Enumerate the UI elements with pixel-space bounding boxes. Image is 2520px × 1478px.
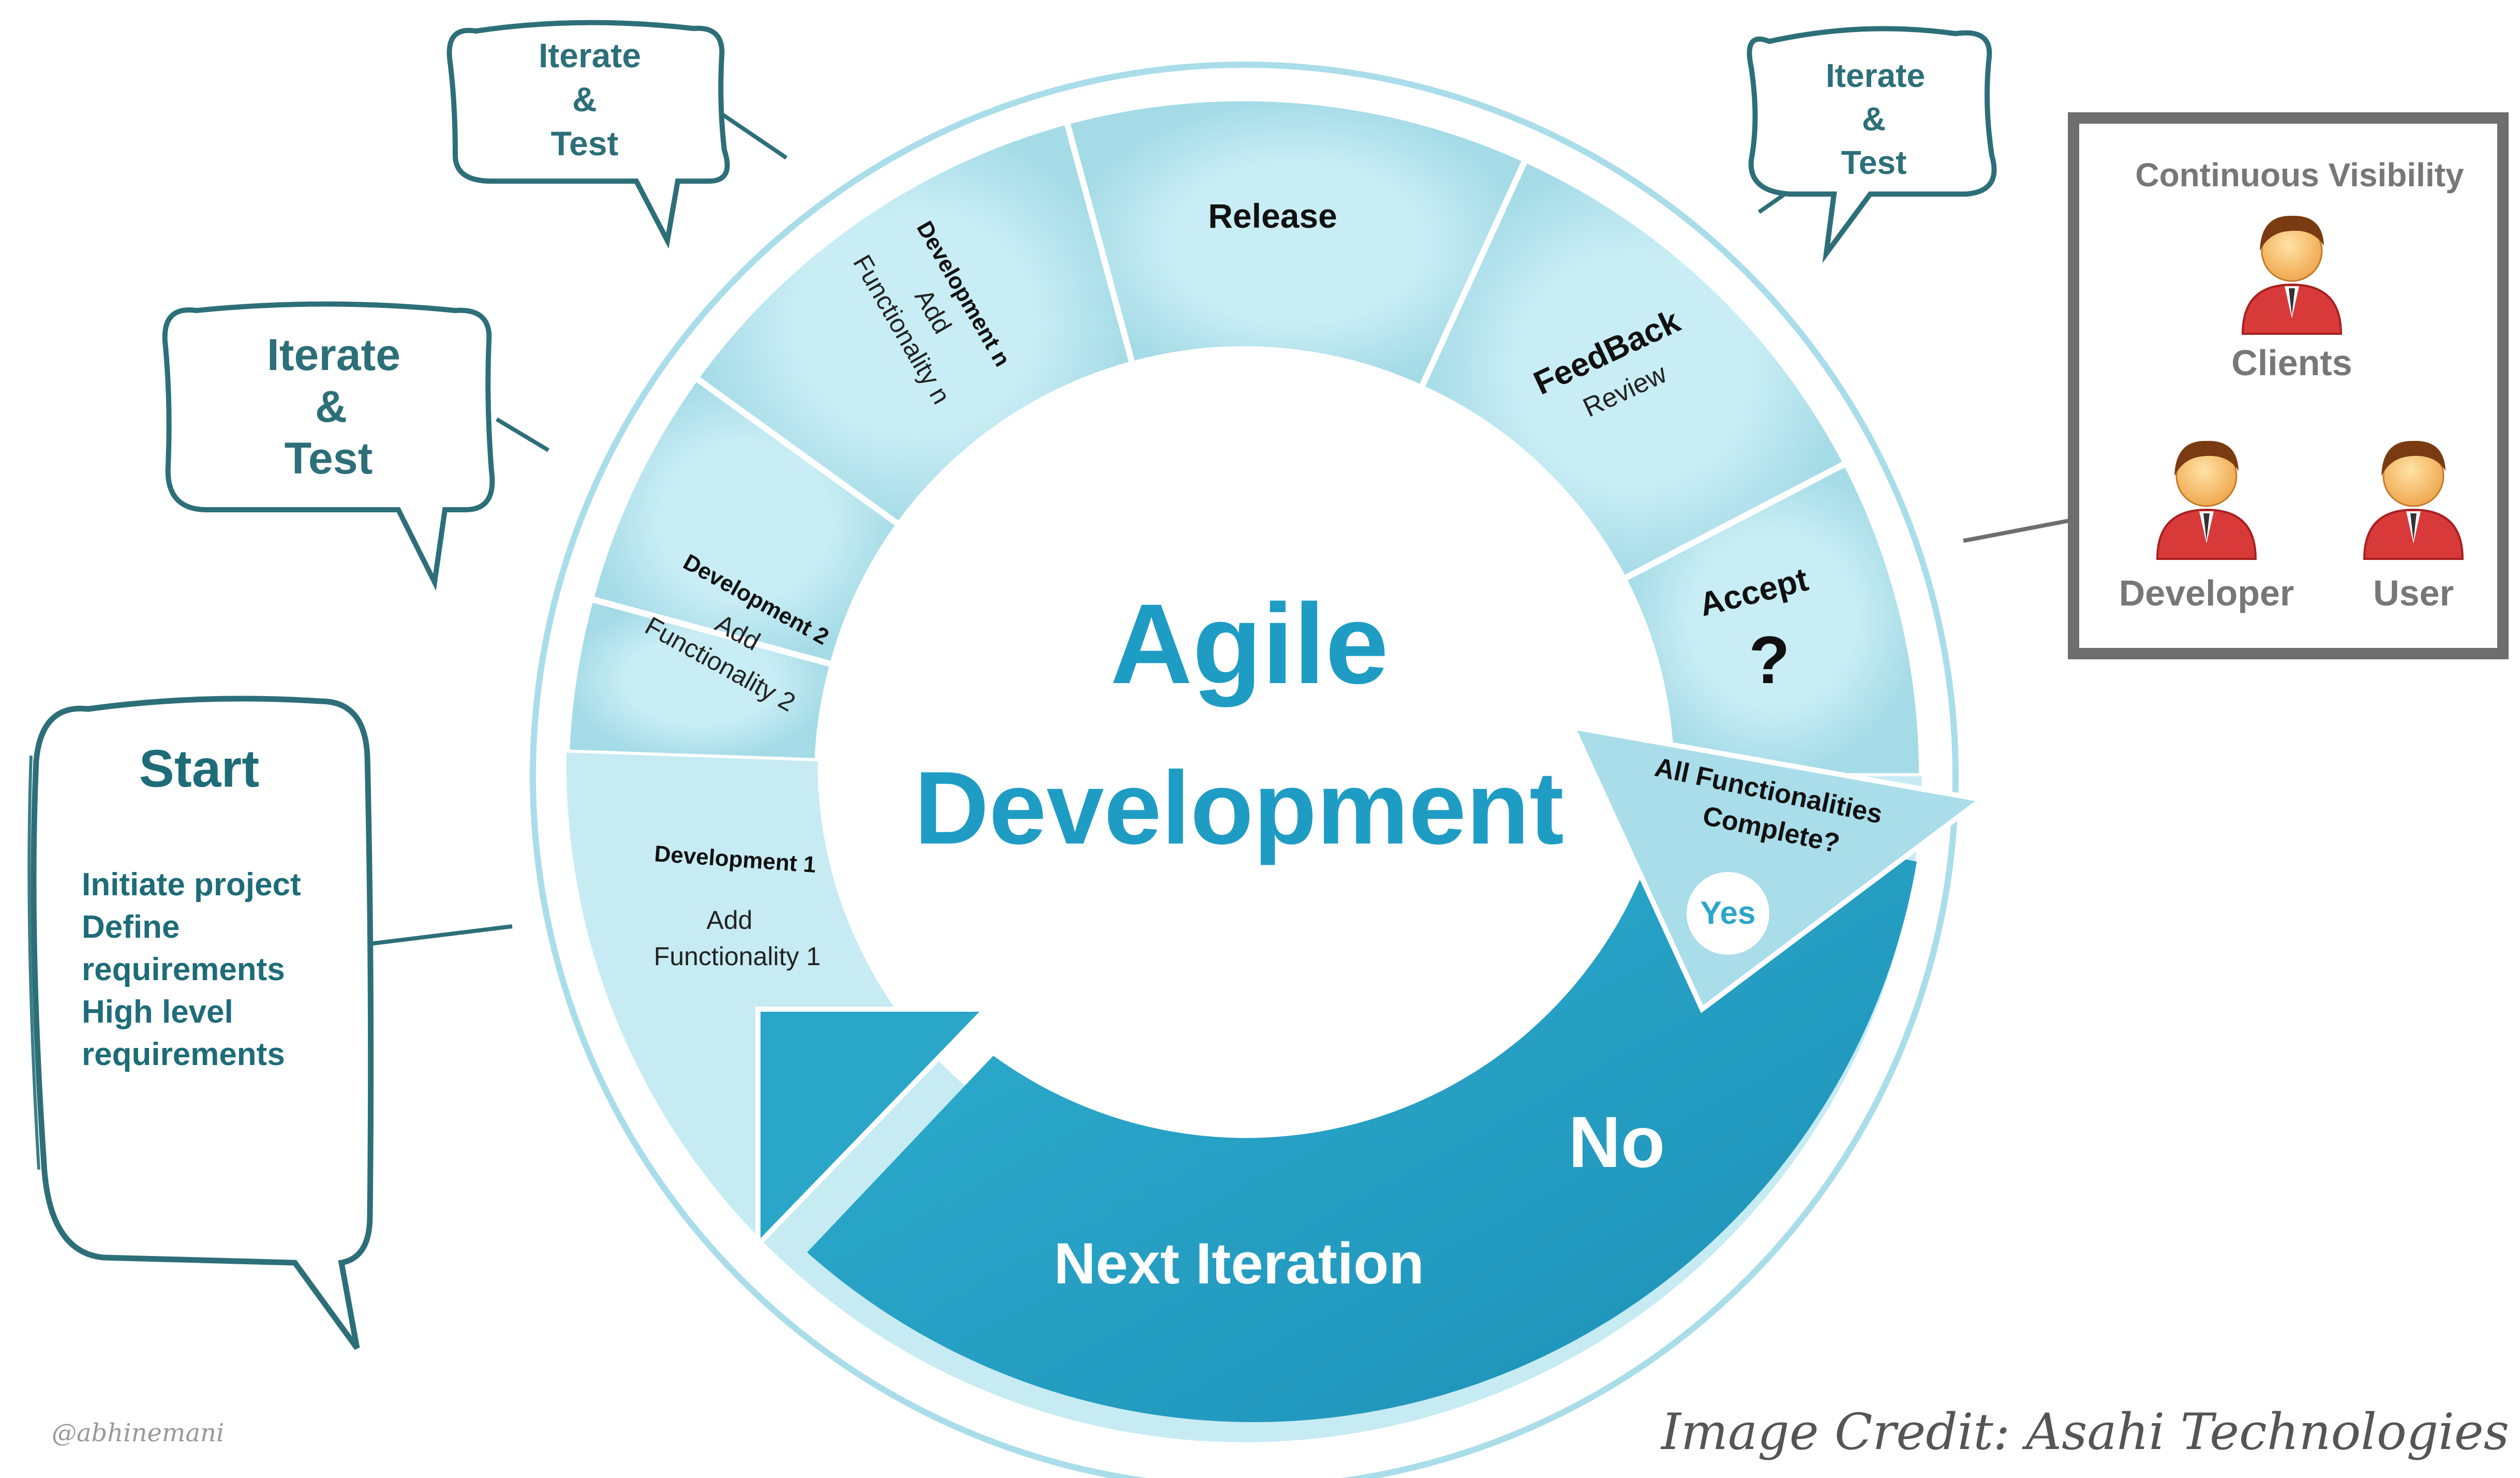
wedge-release [1063,95,1530,392]
connector-start-box [364,924,513,947]
developer-label: Developer [2119,573,2294,613]
connector-left-bubble [495,417,550,452]
center-title-line2: Development [914,750,1564,866]
bubble-left-line3: Test [285,434,372,483]
dev1-line1: Add [707,906,753,935]
connector-top-bubble [712,107,788,160]
wedge-development-n [691,117,1137,529]
bubble-right-line1: Iterate [1826,57,1925,94]
next-iteration-arrow [807,810,1917,1422]
start-line-4: High level [82,994,233,1030]
bubble-top-line3: Test [551,124,619,162]
center-title-line1: Agile [1110,580,1389,707]
next-iteration-arrowhead [755,1007,992,1251]
image-credit: Image Credit: Asahi Technologies [1660,1403,2509,1461]
start-line-2: Define [82,909,180,945]
bubble-top-line1: Iterate [539,36,641,75]
wedge-accept [1619,459,1926,779]
start-box: Start Initiate project Define requiremen… [27,696,374,1350]
release-label: Release [1208,197,1337,235]
author-handle: @abhinemani [52,1418,224,1447]
user-label: User [2373,573,2454,613]
start-title: Start [139,739,259,798]
connector-visibility-box [1963,518,2072,543]
no-label: No [1569,1101,1665,1183]
wedge-feedback [1417,155,1851,583]
dev1-line2: Functionality 1 [654,942,821,971]
visibility-title: Continuous Visibility [2135,156,2464,194]
bubble-right-line3: Test [1841,144,1907,181]
decision-triangle: All Functionalities Complete? Yes [1568,723,1988,1013]
bubble-left-line1: Iterate [267,330,400,380]
start-line-3: requirements [82,952,285,987]
speech-bubble-top: Iterate & Test [446,20,730,249]
clients-label: Clients [2231,343,2352,383]
bubble-top-line2: & [572,80,597,119]
speech-bubble-left: Iterate & Test [162,301,495,591]
start-line-1: Initiate project [82,867,301,903]
next-iteration-label: Next Iteration [1054,1231,1424,1296]
speech-bubble-right: Iterate & Test [1747,26,1997,263]
accept-question-mark: ? [1749,622,1790,698]
bubble-left-line2: & [315,382,347,432]
start-line-5: requirements [82,1037,285,1072]
label-development-1: Development 1 Add Functionality 1 [653,841,821,971]
visibility-box: Continuous Visibility Clients Developer … [2068,112,2509,659]
yes-label: Yes [1701,895,1756,931]
yes-circle [1687,872,1769,955]
bubble-right-line2: & [1862,100,1886,138]
